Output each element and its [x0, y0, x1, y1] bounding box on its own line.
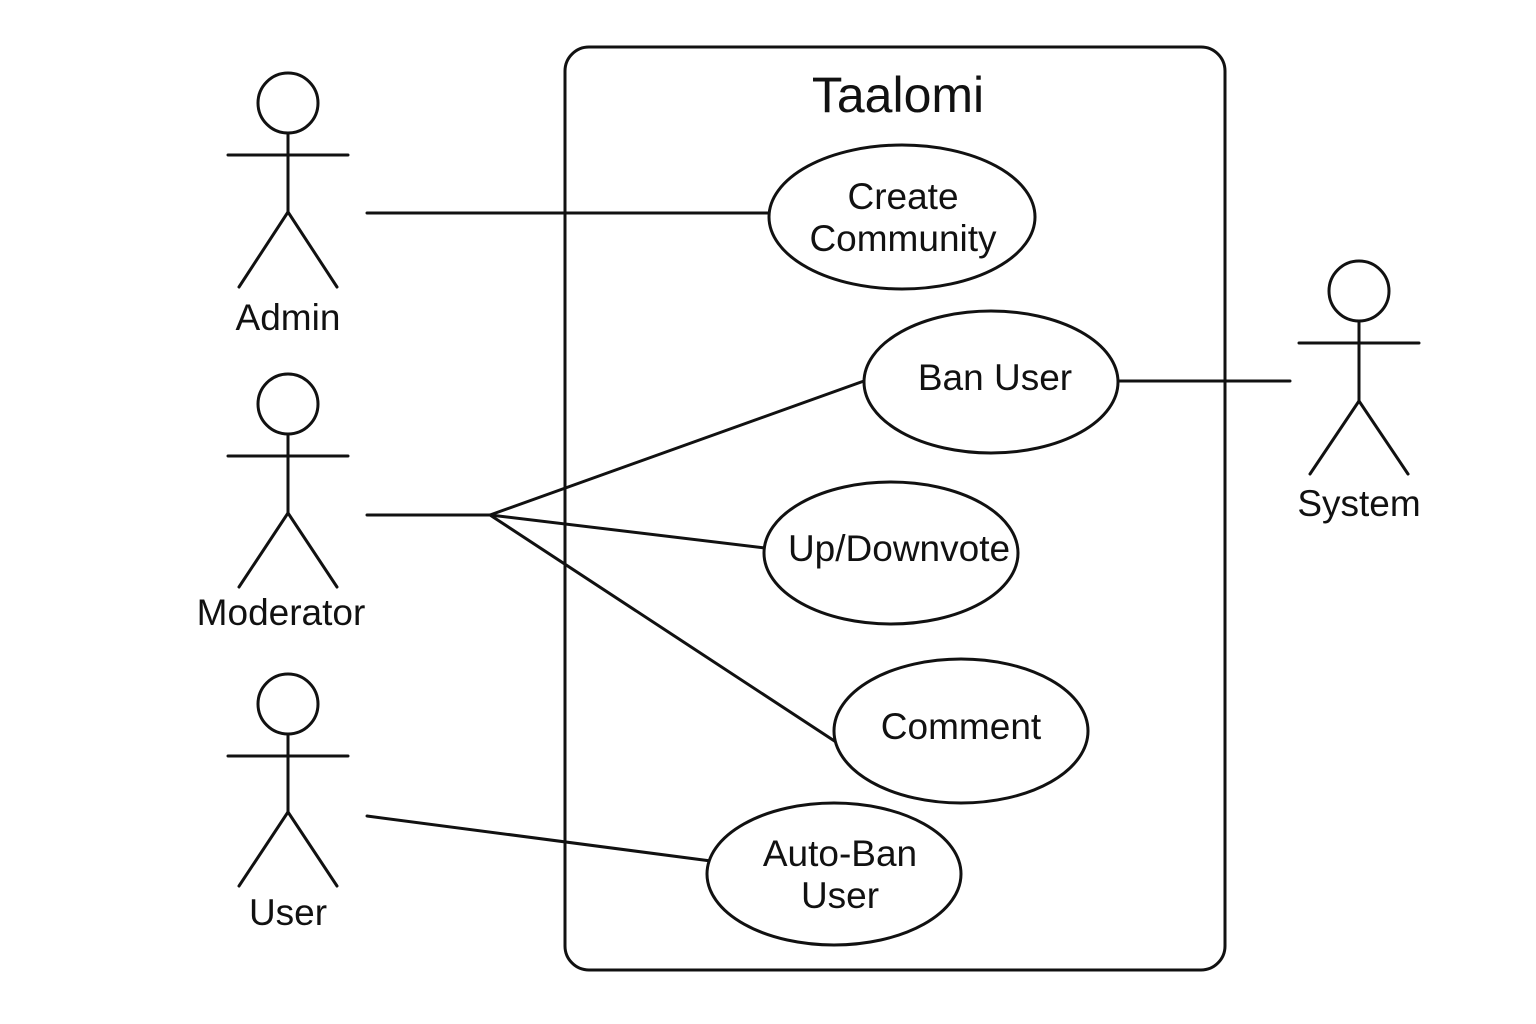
stick-figure-icon — [226, 672, 350, 888]
stick-figure-icon — [226, 372, 350, 589]
use-case-label: Ban User — [918, 357, 1072, 398]
stick-figure-icon — [1297, 259, 1421, 476]
actor-label: Admin — [236, 297, 341, 338]
actor-system: System — [1297, 259, 1421, 524]
use-case-updownvote: Up/Downvote — [762, 480, 1020, 626]
associations — [365, 211, 1292, 863]
association-user-auto-ban-user — [365, 814, 713, 863]
use-case-label: Community — [809, 218, 997, 259]
actor-label: User — [249, 892, 327, 933]
use-case-auto-ban-user: Auto-Ban User — [705, 801, 963, 947]
use-case-label: Auto-Ban — [763, 833, 917, 874]
actor-label: System — [1297, 483, 1420, 524]
actor-admin: Admin — [226, 71, 350, 338]
use-case-label: Create — [847, 176, 958, 217]
system-boundary — [563, 45, 1227, 972]
actor-label: Moderator — [197, 592, 366, 633]
use-case-comment: Comment — [832, 657, 1090, 805]
association-moderator-comment — [488, 513, 838, 744]
use-case-ban-user: Ban User — [862, 309, 1120, 455]
association-moderator-ban-user — [488, 379, 866, 517]
actor-user: User — [226, 672, 350, 933]
use-case-label: Comment — [881, 706, 1042, 747]
use-case-label: User — [801, 875, 879, 916]
association-moderator-updownvote — [488, 513, 767, 550]
system-title: Taalomi — [812, 67, 984, 123]
stick-figure-icon — [226, 71, 350, 289]
use-case-label: Up/Downvote — [788, 528, 1010, 569]
actor-moderator: Moderator — [197, 372, 366, 633]
use-case-create-community: Create Community — [767, 143, 1037, 291]
